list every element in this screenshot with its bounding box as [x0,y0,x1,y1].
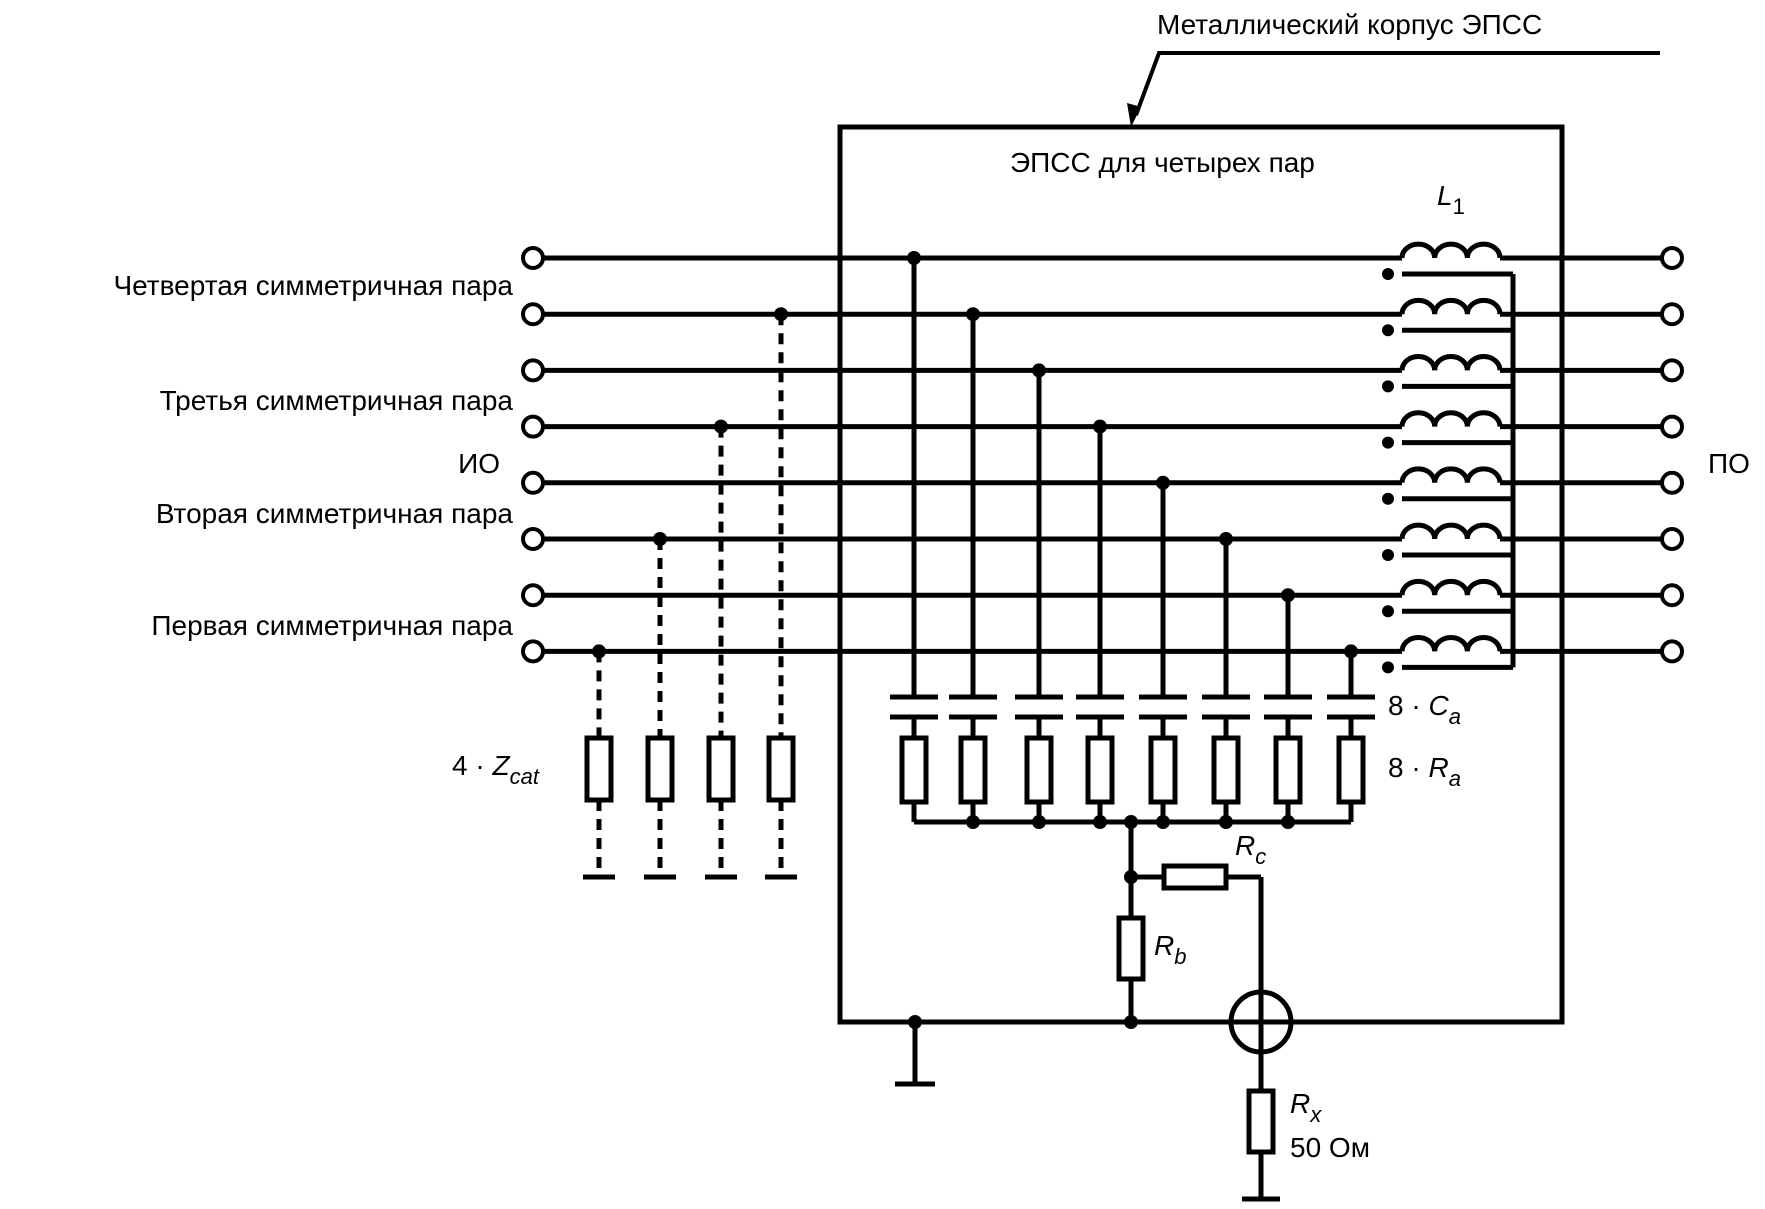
input-terminal [521,414,545,439]
output-terminal [1660,583,1684,608]
rb-label: Rb [1154,930,1186,969]
input-terminal [521,639,545,664]
polarity-dot [1382,661,1394,674]
pair-label-4: Четвертая симметричная пара [113,270,513,301]
output-terminal [1660,302,1684,327]
input-terminal [521,470,545,495]
output-port-label: ПО [1708,448,1750,479]
resistor-ra [1148,735,1178,805]
polarity-dot [1382,268,1394,280]
inductor-coil-icon [1399,522,1503,540]
inductor-coil-icon [1399,635,1503,652]
resistor-a-label: 8 · Ra [1388,752,1461,791]
input-port-label: ИО [458,448,500,479]
output-terminal [1660,414,1684,439]
rc-label: Rc [1235,830,1266,869]
input-terminal [521,583,545,608]
zcat-label: 4 · Zcat [452,750,540,789]
circuit [521,241,1684,1202]
inductor-coil-icon [1399,466,1503,484]
enclosure-annotation: Металлический корпус ЭПСС [1157,9,1542,40]
output-terminal [1660,639,1684,664]
inductor-coil-icon [1399,241,1503,259]
metal-enclosure [837,124,1565,1025]
zcat-impedance [584,735,614,803]
zcat-impedance [645,735,675,803]
zcat-impedance [706,735,736,803]
resistor-ra [1273,735,1303,805]
input-terminal [521,246,545,270]
capacitor-label: 8 · Ca [1388,690,1461,729]
inductor-coil-icon [1399,297,1503,315]
zcat-impedance [766,735,796,803]
output-terminal [1660,527,1684,551]
rx-label: Rx [1290,1088,1322,1127]
annotation-arrow-icon [1127,103,1141,127]
input-terminal [521,302,545,327]
output-terminal [1660,358,1684,383]
resistor-rx [1246,1088,1276,1155]
inductor-coil-icon [1399,578,1503,596]
input-terminal [521,527,545,551]
polarity-dot [1382,492,1394,505]
inductor-coil-icon [1399,410,1503,427]
pair-label-3: Третья симметричная пара [160,385,514,416]
inductor-label: L1 [1437,180,1465,219]
rx-value: 50 Ом [1290,1132,1370,1163]
junction-dot [1124,1015,1138,1029]
resistor-ra [1336,735,1366,805]
inductor-coil-icon [1399,354,1503,371]
input-terminal [521,358,545,383]
resistor-ra [899,735,929,805]
polarity-dot [1382,605,1394,618]
polarity-dot [1382,324,1394,337]
output-terminal [1660,470,1684,495]
polarity-dot [1382,380,1394,393]
output-terminal [1660,246,1684,270]
annotation-leader [1134,51,1660,116]
resistor-ra [1024,735,1054,805]
resistor-ra [1085,735,1115,805]
box-title: ЭПСС для четырех пар [1010,147,1315,178]
polarity-dot [1382,549,1394,561]
polarity-dot [1382,436,1394,449]
resistor-rc [1161,863,1229,891]
pair-label-2: Вторая симметричная пара [156,498,514,529]
resistor-rb [1116,915,1146,982]
pair-label-1: Первая симметричная пара [151,610,513,641]
resistor-ra [958,735,988,805]
resistor-ra [1211,735,1241,805]
